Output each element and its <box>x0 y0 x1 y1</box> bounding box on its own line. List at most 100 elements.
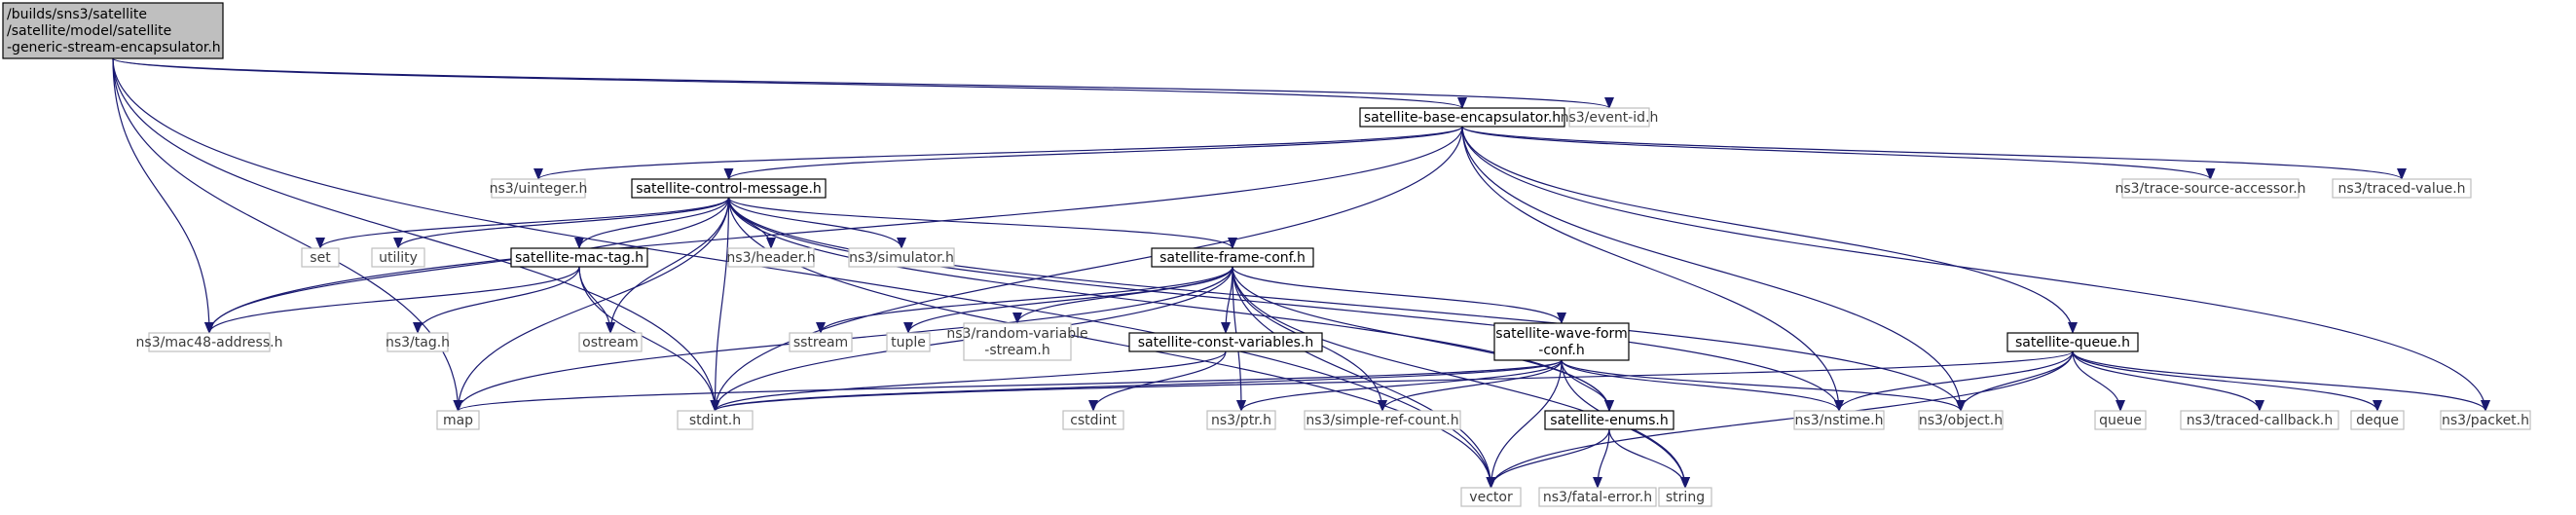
node-header: ns3/header.h <box>726 247 816 268</box>
node-label: ns3/uinteger.h <box>490 181 588 197</box>
node-label: utility <box>379 250 418 266</box>
node-enums[interactable]: satellite-enums.h <box>1544 410 1674 430</box>
edge-root-to-mac48 <box>112 57 214 334</box>
edge-ctrl-to-mac48 <box>204 197 730 334</box>
node-box <box>2440 410 2531 430</box>
node-packet: ns3/packet.h <box>2440 410 2531 430</box>
node-stdint: stdint.h <box>677 410 754 430</box>
edge-wave-to-stdint <box>710 359 1563 412</box>
node-box <box>510 247 648 268</box>
node-label: /satellite/model/satellite <box>7 23 171 39</box>
edge-frame-to-wave <box>1232 266 1566 324</box>
node-label: -generic-stream-encapsulator.h <box>7 40 221 55</box>
edge-ctrl-to-set <box>315 197 730 249</box>
node-queue[interactable]: satellite-queue.h <box>2006 332 2139 352</box>
node-mac48: ns3/mac48-address.h <box>136 332 283 352</box>
node-set: set <box>301 247 340 268</box>
node-box <box>1793 410 1885 430</box>
edge-queue-to-packet <box>2072 350 2490 412</box>
edge-mactag-to-mac48 <box>204 266 580 334</box>
node-box <box>1151 247 1314 268</box>
edge-ctrl-to-utility <box>393 197 730 249</box>
node-label: ns3/nstime.h <box>1795 413 1884 428</box>
node-box <box>1206 410 1276 430</box>
node-box <box>677 410 754 430</box>
edge-constvars-to-cstdint <box>1088 350 1227 412</box>
node-deque: deque <box>2350 410 2405 430</box>
node-label: satellite-mac-tag.h <box>515 250 644 266</box>
edge-base-to-tval <box>1461 126 2407 180</box>
node-label: ns3/object.h <box>1919 413 2003 428</box>
node-uinteger: ns3/uinteger.h <box>490 178 588 199</box>
node-box <box>2 2 224 59</box>
node-frame[interactable]: satellite-frame-conf.h <box>1151 247 1314 268</box>
edge-base-to-packet <box>1461 126 2490 412</box>
edge-base-to-queue <box>1461 126 2078 334</box>
node-box <box>1359 107 1565 128</box>
node-box <box>491 178 586 199</box>
node-constvars[interactable]: satellite-const-variables.h <box>1128 332 1323 352</box>
edge-ctrl-to-ostream <box>606 197 730 334</box>
node-box <box>2332 178 2472 199</box>
node-box <box>1568 107 1650 128</box>
node-box <box>848 247 955 268</box>
node-label: ns3/simple-ref-count.h <box>1306 413 1458 428</box>
node-box <box>148 332 271 352</box>
node-box <box>2180 410 2339 430</box>
node-object: ns3/object.h <box>1918 410 2004 430</box>
node-simulator: ns3/simulator.h <box>848 247 955 268</box>
node-box <box>886 332 931 352</box>
node-label: map <box>443 413 473 428</box>
edge-root-to-map <box>112 57 463 412</box>
node-sstream: sstream <box>789 332 853 352</box>
node-label: satellite-const-variables.h <box>1138 335 1314 350</box>
edge-queue-to-object <box>1956 350 2074 412</box>
node-base[interactable]: satellite-base-encapsulator.h <box>1359 107 1565 128</box>
node-rvs: ns3/random-variable-stream.h <box>946 322 1088 361</box>
edge-ctrl-to-nstime <box>727 197 1844 412</box>
edge-base-to-mac48 <box>204 126 1463 334</box>
node-label: satellite-queue.h <box>2015 335 2130 350</box>
node-label: ns3/mac48-address.h <box>136 335 283 350</box>
edge-constvars-to-stdint <box>710 350 1227 412</box>
node-mactag[interactable]: satellite-mac-tag.h <box>510 247 648 268</box>
node-box <box>386 332 449 352</box>
node-box <box>1918 410 2004 430</box>
edge-queue-to-stdint <box>711 350 2074 412</box>
node-label: ns3/fatal-error.h <box>1543 490 1652 505</box>
node-fatal: ns3/fatal-error.h <box>1538 487 1657 507</box>
node-label: ns3/header.h <box>726 250 815 266</box>
edge-wave-to-object <box>1561 359 1966 412</box>
node-box <box>1304 410 1461 430</box>
edge-mactag-to-stdint <box>578 266 720 412</box>
edge-base-to-ctrl <box>723 126 1463 180</box>
node-label: ns3/trace-source-accessor.h <box>2115 181 2305 197</box>
node-box <box>2006 332 2139 352</box>
node-label: ostream <box>582 335 639 350</box>
node-tcb: ns3/traced-callback.h <box>2180 410 2339 430</box>
node-root[interactable]: /builds/sns3/satellite/satellite/model/s… <box>2 2 224 59</box>
node-tuple: tuple <box>886 332 931 352</box>
node-label: ns3/tag.h <box>386 335 450 350</box>
node-box <box>2094 410 2147 430</box>
node-label: ns3/traced-callback.h <box>2187 413 2334 428</box>
node-label: cstdint <box>1070 413 1117 428</box>
node-box <box>436 410 480 430</box>
node-eventid: ns3/event-id.h <box>1561 107 1658 128</box>
edge-queue-to-vector <box>1486 350 2074 489</box>
edge-root-to-eventid <box>112 57 1614 109</box>
edge-ctrl-to-stdint <box>710 197 730 412</box>
node-wave[interactable]: satellite-wave-form-conf.h <box>1493 322 1630 361</box>
node-label: string <box>1666 490 1705 505</box>
node-label: ns3/simulator.h <box>849 250 954 266</box>
node-label: -conf.h <box>1538 343 1584 358</box>
node-label: -stream.h <box>984 343 1049 358</box>
node-string: string <box>1658 487 1712 507</box>
edge-base-to-object <box>1461 126 1966 412</box>
node-ctrl[interactable]: satellite-control-message.h <box>631 178 827 199</box>
node-label: /builds/sns3/satellite <box>7 7 147 22</box>
node-tsa: ns3/trace-source-accessor.h <box>2115 178 2306 199</box>
node-box <box>301 247 340 268</box>
node-label: satellite-wave-form <box>1495 326 1627 342</box>
edge-ctrl-to-mactag <box>574 197 730 249</box>
